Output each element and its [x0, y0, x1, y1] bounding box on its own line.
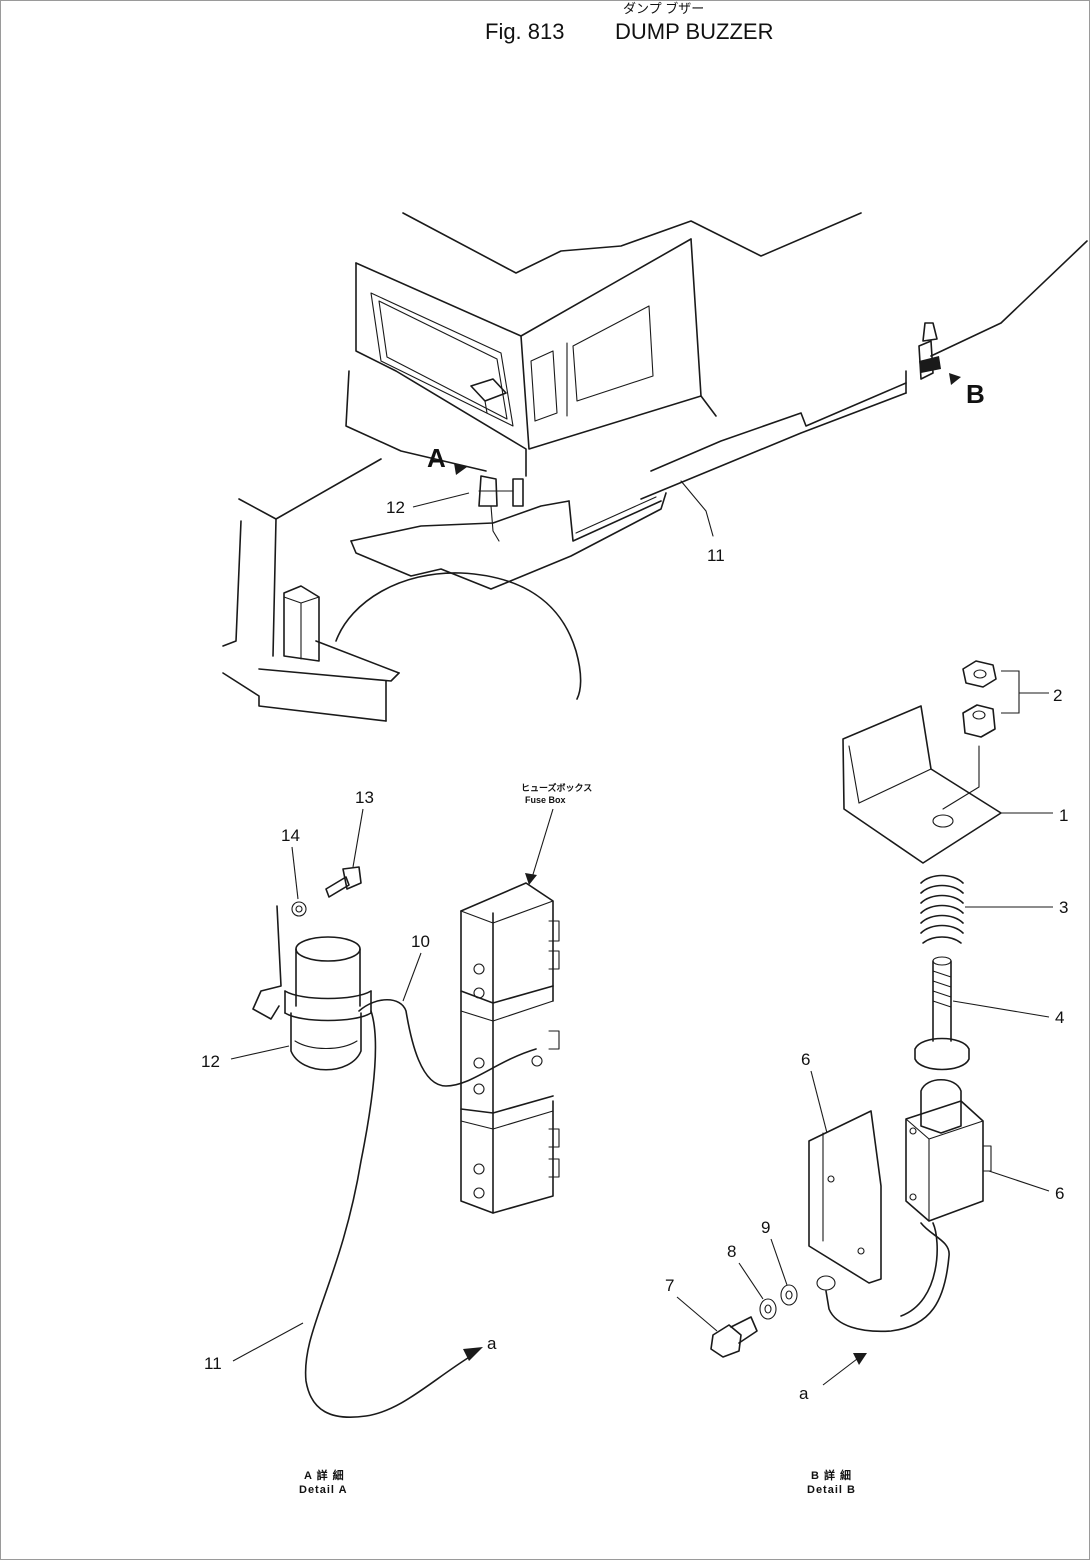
leader-11-detail: [232, 1322, 304, 1362]
leader-8: [738, 1262, 764, 1300]
figure-number: Fig. 813: [485, 19, 565, 44]
leader-14: [291, 846, 299, 900]
leader-12-detail: [230, 1045, 290, 1060]
callout-12-detail: 12: [201, 1052, 220, 1071]
leader-12-top: [412, 492, 470, 508]
fuse-box-label: Fuse Box: [525, 795, 566, 805]
callout-3: 3: [1059, 898, 1068, 917]
figure-jp-caption: ダンプ ブザー: [623, 1, 704, 16]
callout-2: 2: [1053, 686, 1062, 705]
leader-6-right: [988, 1170, 1050, 1192]
detail-b-caption: Detail B: [807, 1484, 856, 1496]
leader-2: [1001, 670, 1049, 714]
connector-a-label-right: a: [799, 1384, 809, 1403]
leader-fuse-box: [530, 808, 554, 882]
callout-11-detail: 11: [204, 1354, 222, 1373]
leader-10: [402, 952, 422, 1002]
fuse-box-jp-label: ヒューズボックス: [521, 782, 592, 793]
callout-8: 8: [727, 1242, 736, 1261]
callout-14: 14: [281, 826, 300, 845]
detail-a-caption: Detail A: [299, 1484, 348, 1496]
callout-9: 9: [761, 1218, 770, 1237]
callout-7: 7: [665, 1276, 674, 1295]
view-a-marker: A: [427, 443, 446, 473]
leader-13: [352, 808, 364, 868]
view-b-marker: B: [966, 379, 985, 409]
figure-title: DUMP BUZZER: [615, 19, 774, 44]
callout-10: 10: [411, 932, 430, 951]
callout-6-right: 6: [1055, 1184, 1064, 1203]
callout-12-top: 12: [386, 498, 405, 517]
callout-11-top: 11: [707, 546, 725, 565]
callout-1: 1: [1059, 806, 1068, 825]
detail-a-assembly: [252, 866, 560, 1418]
arrow-fuse-box: [525, 873, 537, 885]
leader-6-left: [810, 1070, 828, 1134]
leader-4: [952, 1000, 1050, 1018]
detail-a-jp-caption: A 詳 細: [304, 1468, 345, 1482]
truck-cab-overview: [222, 212, 1088, 722]
detail-b-assembly: [710, 660, 1002, 1386]
leader-9: [770, 1238, 788, 1286]
leader-7: [676, 1296, 718, 1332]
callout-4: 4: [1055, 1008, 1064, 1027]
detail-b-jp-caption: B 詳 細: [811, 1468, 852, 1482]
callout-13: 13: [355, 788, 374, 807]
callout-6-left: 6: [801, 1050, 810, 1069]
connector-a-label-left: a: [487, 1334, 497, 1353]
